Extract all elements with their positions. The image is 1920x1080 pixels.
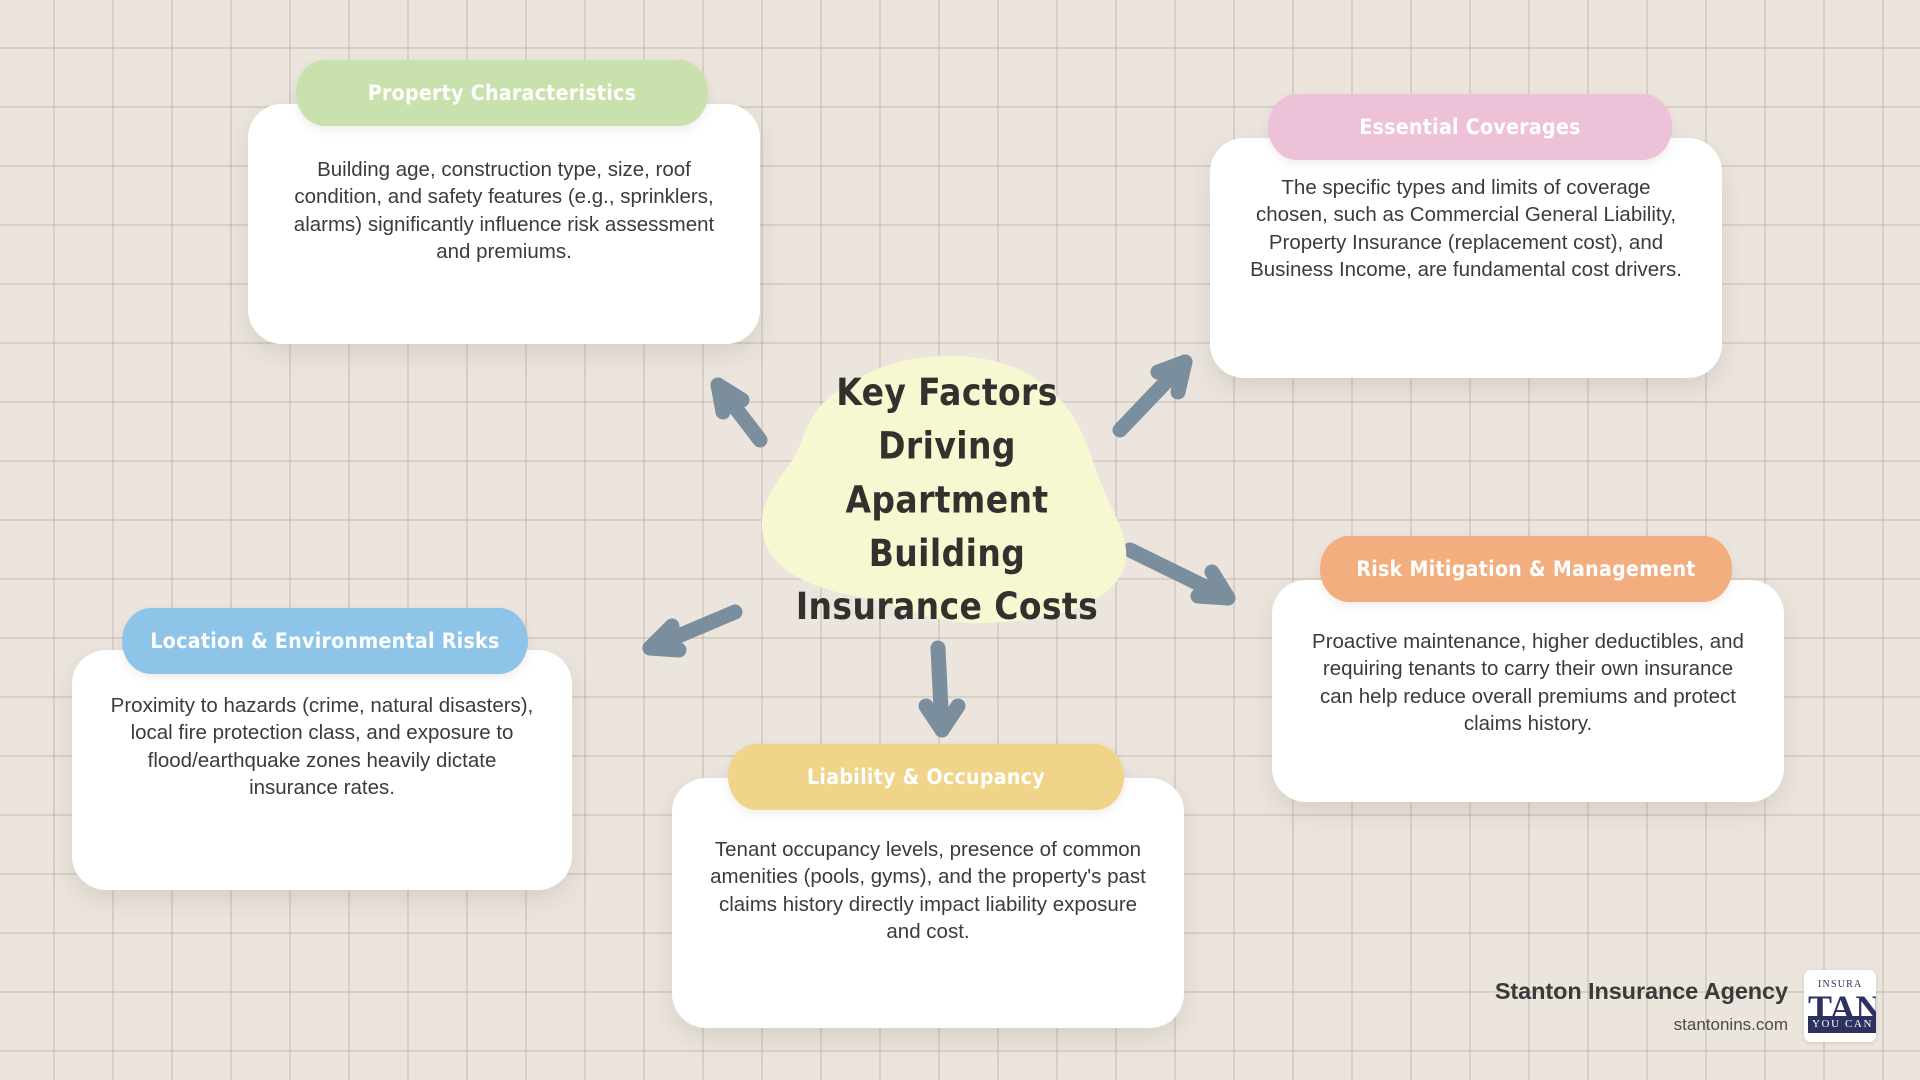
- card-title-text: Liability & Occupancy: [807, 764, 1045, 790]
- card-background: [72, 650, 572, 890]
- agency-name: Stanton Insurance Agency: [1494, 978, 1788, 1005]
- card-background: [1272, 580, 1784, 802]
- stanton-insurance-logo-icon: INSURA TAN YOU CAN: [1804, 970, 1876, 1042]
- card-risk-mitigation-management[interactable]: Proactive maintenance, higher deductible…: [1272, 580, 1784, 802]
- card-body-text: Proximity to hazards (crime, natural dis…: [110, 694, 534, 799]
- branding-block: Stanton Insurance Agency stantonins.com …: [1495, 970, 1876, 1042]
- card-title-text: Location & Environmental Risks: [150, 628, 500, 654]
- card-background: [672, 778, 1184, 1028]
- card-property-characteristics[interactable]: Building age, construction type, size, r…: [248, 104, 760, 344]
- branding-text: Stanton Insurance Agency stantonins.com: [1495, 977, 1788, 1034]
- arrow-to-location: [642, 604, 743, 656]
- card-header-risk-mitigation-management: Risk Mitigation & Management: [1320, 535, 1732, 603]
- card-header-essential-coverages: Essential Coverages: [1268, 93, 1672, 161]
- logo-top-text: INSURA: [1818, 979, 1863, 990]
- logo-bar: YOU CAN: [1808, 1016, 1876, 1033]
- card-header-liability-occupancy: Liability & Occupancy: [728, 743, 1124, 811]
- central-topic-text: Key Factors Driving Apartment Building I…: [757, 366, 1137, 634]
- card-body-text: Tenant occupancy levels, presence of com…: [710, 838, 1146, 943]
- card-body-text: Building age, construction type, size, r…: [293, 158, 715, 263]
- central-title-line-2: Apartment Building: [845, 477, 1049, 575]
- card-body-text: Proactive maintenance, higher deductible…: [1312, 630, 1744, 735]
- agency-website[interactable]: stantonins.com: [1673, 1014, 1788, 1034]
- central-title-line-3: Insurance Costs: [795, 584, 1099, 629]
- arrow-to-risk: [1122, 542, 1236, 606]
- card-liability-occupancy[interactable]: Tenant occupancy levels, presence of com…: [672, 778, 1184, 1028]
- card-background: [1210, 138, 1722, 378]
- card-title-text: Risk Mitigation & Management: [1356, 556, 1696, 582]
- logo-bar-text: YOU CAN: [1812, 1018, 1874, 1030]
- card-title-text: Property Characteristics: [367, 80, 637, 106]
- arrow-to-property: [710, 377, 768, 448]
- arrow-to-liability: [930, 640, 950, 738]
- card-background: [248, 104, 760, 344]
- card-essential-coverages[interactable]: The specific types and limits of coverag…: [1210, 138, 1722, 378]
- central-title-line-1: Key Factors Driving: [836, 370, 1058, 468]
- card-header-property-characteristics: Property Characteristics: [296, 59, 708, 127]
- card-body-text: The specific types and limits of coverag…: [1250, 176, 1682, 281]
- card-header-location-environmental-risks: Location & Environmental Risks: [122, 607, 528, 675]
- card-title-text: Essential Coverages: [1359, 114, 1581, 140]
- central-topic-blob: Key Factors Driving Apartment Building I…: [757, 355, 1137, 645]
- card-location-environmental-risks[interactable]: Proximity to hazards (crime, natural dis…: [72, 650, 572, 890]
